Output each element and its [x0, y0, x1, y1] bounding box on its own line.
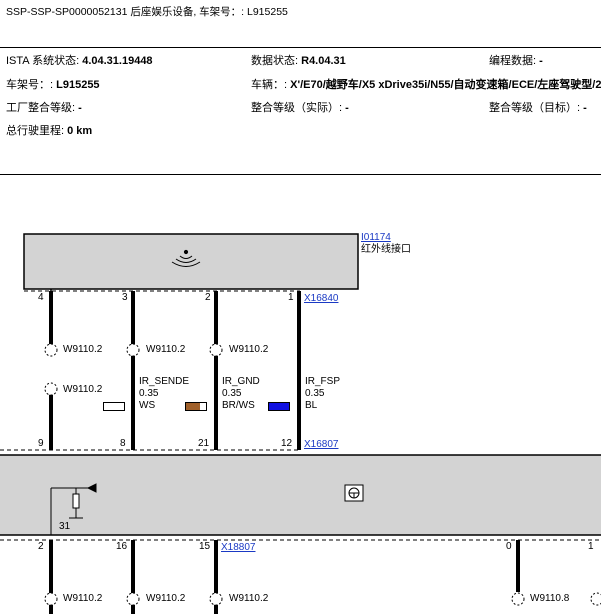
wire-size: 0.35 [305, 388, 325, 399]
wire-signal-name: IR_GND [222, 376, 260, 387]
pin-bottom-16: 16 [116, 541, 128, 552]
wire-color: BR/WS [222, 400, 255, 411]
wire-color: WS [139, 400, 156, 411]
wire-size: 0.35 [139, 388, 159, 399]
wire-size: 0.35 [222, 388, 242, 399]
splice-label: W9110.2 [146, 593, 186, 604]
header-divider-bottom [0, 174, 601, 175]
pin-bottom-2: 2 [38, 541, 44, 552]
component-id-link[interactable]: I01174 [361, 232, 391, 243]
wires-lower [49, 540, 520, 614]
splice-markers-lower [44, 592, 601, 606]
pin-bottom-1: 1 [588, 541, 594, 552]
splice-label: W9110.8 [530, 593, 570, 604]
vin: 车架号：: L915255 [6, 79, 100, 91]
programming-data: 编程数据: - [489, 55, 543, 67]
header-divider-top [0, 47, 601, 48]
splice-label: W9110.2 [63, 593, 103, 604]
pin-31: 31 [59, 521, 71, 532]
pin-top-3: 3 [122, 292, 128, 303]
data-status: 数据状态: R4.04.31 [251, 55, 346, 67]
connector-x16840-link[interactable]: X16840 [304, 293, 339, 304]
pin-top-1: 1 [288, 292, 294, 303]
pin-top-2: 2 [205, 292, 211, 303]
wire-color-swatch-brown-white [185, 402, 207, 411]
ista-status: ISTA 系统状态: 4.04.31.19448 [6, 55, 153, 67]
wire-color: BL [305, 400, 318, 411]
splice-label: W9110.2 [229, 593, 269, 604]
connector-x16807-link[interactable]: X16807 [304, 439, 339, 450]
splice-label: W9110.2 [63, 384, 103, 395]
pin-top-4: 4 [38, 292, 44, 303]
pin-bottom-0: 0 [506, 541, 512, 552]
pin-mid-21: 21 [198, 438, 210, 449]
pin-bottom-15: 15 [199, 541, 211, 552]
document-title: SSP-SSP-SP0000052131 后座娱乐设备, 车架号：: L9152… [6, 6, 288, 18]
pin-mid-12: 12 [281, 438, 293, 449]
splice-label: W9110.2 [146, 344, 186, 355]
pin-mid-9: 9 [38, 438, 44, 449]
rear-entertainment-module-box [0, 455, 601, 535]
target-integration-level: 整合等级（目标）: - [489, 102, 587, 114]
infrared-icon [171, 249, 201, 267]
pin-mid-8: 8 [120, 438, 126, 449]
splice-markers-upper [44, 343, 223, 396]
wire-signal-name: IR_SENDE [139, 376, 190, 387]
connector-x18807-link[interactable]: X18807 [221, 542, 256, 553]
total-mileage: 总行驶里程: 0 km [6, 125, 93, 137]
pull-up-resistor-icon [50, 483, 97, 535]
component-name: 红外线接口 [361, 244, 411, 255]
module-symbol-icon [344, 484, 364, 502]
actual-integration-level: 整合等级（实际）: - [251, 102, 349, 114]
factory-integration-level: 工厂整合等级: - [6, 102, 82, 114]
wires-upper [49, 291, 301, 450]
splice-label: W9110.2 [63, 344, 103, 355]
splice-label: W9110.2 [229, 344, 269, 355]
wire-color-swatch-white [103, 402, 125, 411]
vehicle-info: 车辆：: X'/E70/越野车/X5 xDrive35i/N55/自动变速箱/E… [251, 79, 601, 91]
wire-signal-name: IR_FSP [305, 376, 341, 387]
wire-color-swatch-blue [268, 402, 290, 411]
